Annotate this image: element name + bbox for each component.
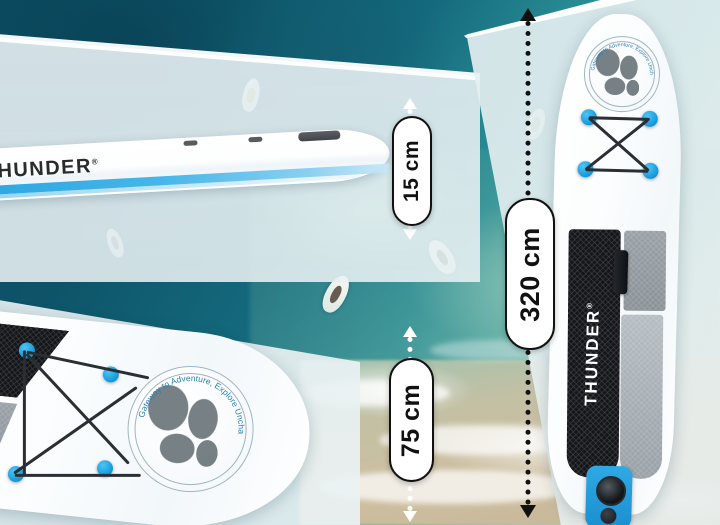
map-continents [593, 45, 651, 103]
brand-logo-text: THUNDER [581, 308, 603, 407]
dimension-label-width: 75 cm [389, 358, 434, 482]
arrowhead-up-icon [403, 326, 417, 337]
trademark-symbol: ® [91, 157, 100, 167]
dimension-value: 75 cm [397, 383, 426, 457]
carry-handle [613, 249, 629, 295]
deck-pad-texture [619, 314, 664, 479]
trademark-symbol: ® [585, 300, 595, 309]
deck-pad-texture [623, 230, 667, 311]
bungee-cord [22, 350, 26, 476]
arrowhead-up-icon [403, 98, 417, 109]
bungee-cord [14, 473, 141, 477]
arrowhead-up-icon [520, 8, 536, 21]
dimension-value: 320 cm [514, 226, 545, 322]
dimension-label-thickness: 15 cm [392, 116, 432, 226]
world-map-badge: Gateway to Adventure, Explore Uncharted … [582, 35, 661, 114]
sup-board-top-view-vertical: Gateway to Adventure, Explore Uncharted … [545, 12, 685, 525]
board-dring [183, 140, 198, 147]
arrowhead-down-icon [403, 511, 417, 522]
arrowhead-down-icon [403, 229, 417, 240]
dimension-label-length: 320 cm [505, 198, 555, 350]
arrowhead-down-icon [520, 505, 536, 518]
brand-logo-deck: THUNDER® [581, 288, 604, 418]
map-continents [138, 377, 243, 481]
dimension-value: 15 cm [400, 139, 424, 203]
deck-pad-gray-lower [619, 314, 664, 479]
board-dring [248, 136, 263, 143]
deck-pad-gray-upper [623, 230, 667, 311]
